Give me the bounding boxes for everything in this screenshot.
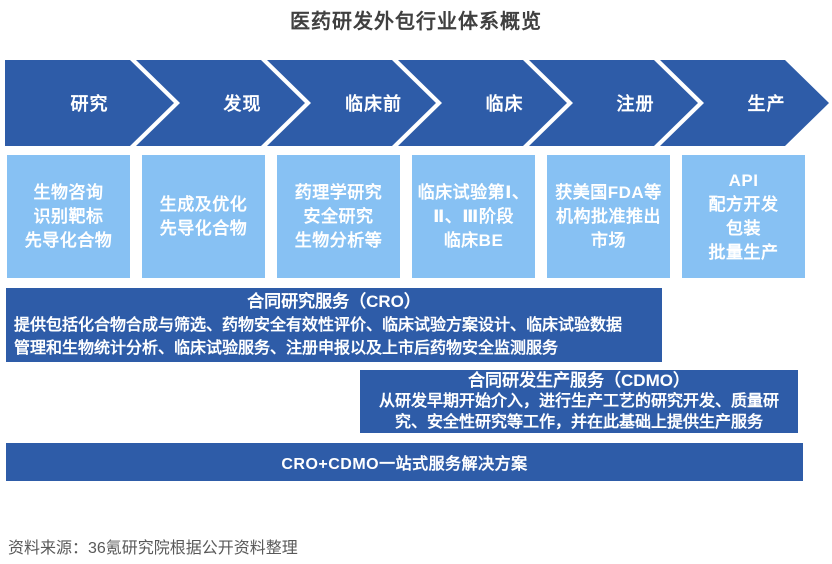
stage-arrow-label: 生产 (747, 94, 786, 114)
stage-detail-box-registration: 获美国FDA等 机构批准推出 市场 (547, 155, 670, 278)
cdmo-description-line-1: 从研发早期开始介入，进行生产工艺的研究开发、质量研 (378, 393, 779, 410)
stage-detail-line: 生成及优化 (159, 194, 248, 214)
stage-detail-line: 临床试验第Ⅰ、 (417, 182, 530, 202)
stage-detail-line: API (728, 170, 759, 190)
cro-description-line-2: 管理和生物统计分析、临床试验服务、注册申报以及上市后药物安全监测服务 (14, 340, 559, 357)
stage-detail-line: 机构批准推出 (556, 206, 661, 226)
stage-arrow-label: 临床 (485, 94, 524, 114)
page-title: 医药研发外包行业体系概览 (290, 11, 542, 33)
stage-detail-line: 包装 (726, 218, 761, 238)
cro-service-bar: 合同研究服务（CRO） 提供包括化合物合成与筛选、药物安全有效性评价、临床试验方… (6, 288, 662, 362)
cdmo-title: 合同研发生产服务（CDMO） (468, 371, 690, 390)
one-stop-service-label: CRO+CDMO一站式服务解决方案 (281, 456, 528, 473)
stage-detail-line: 生物分析等 (294, 230, 383, 250)
stage-detail-box-discovery: 生成及优化 先导化合物 (142, 155, 265, 278)
stage-arrow-label: 临床前 (345, 94, 402, 114)
cdmo-description-line-2: 究、安全性研究等工作，并在此基础上提供生产服务 (394, 414, 763, 431)
stage-arrow-label: 注册 (616, 94, 655, 114)
cro-description-line-1: 提供包括化合物合成与筛选、药物安全有效性评价、临床试验方案设计、临床试验数据 (14, 317, 623, 334)
stage-arrow-research: 研究 (5, 60, 174, 146)
stage-detail-line: 先导化合物 (159, 218, 248, 238)
stage-detail-box-research: 生物咨询 识别靶标 先导化合物 (7, 155, 130, 278)
source-note: 资料来源：36氪研究院根据公开资料整理 (8, 540, 298, 557)
one-stop-service-bar: CRO+CDMO一站式服务解决方案 (6, 443, 803, 481)
stage-detail-line: 先导化合物 (24, 230, 113, 250)
stage-detail-line: 安全研究 (303, 206, 374, 226)
stage-arrow-label: 研究 (70, 94, 109, 114)
stage-detail-box-clinical: 临床试验第Ⅰ、 Ⅱ、Ⅲ阶段 临床BE (412, 155, 535, 278)
stage-detail-line: 识别靶标 (33, 206, 104, 226)
cro-title: 合同研究服务（CRO） (247, 292, 421, 311)
stage-detail-line: 配方开发 (708, 194, 779, 214)
stage-detail-line: 批量生产 (708, 242, 779, 262)
stage-detail-line: 临床BE (443, 230, 504, 250)
stage-detail-line: 获美国FDA等 (555, 182, 662, 202)
stage-detail-box-production: API 配方开发 包装 批量生产 (682, 155, 805, 278)
stage-arrow-label: 发现 (223, 94, 262, 114)
stage-detail-line: 市场 (591, 230, 626, 250)
stage-detail-line: 药理学研究 (294, 182, 383, 202)
stage-detail-box-preclinical: 药理学研究 安全研究 生物分析等 (277, 155, 400, 278)
stage-detail-line: 生物咨询 (33, 182, 104, 202)
stage-detail-line: Ⅱ、Ⅲ阶段 (433, 206, 514, 226)
cdmo-service-bar: 合同研发生产服务（CDMO） 从研发早期开始介入，进行生产工艺的研究开发、质量研… (360, 370, 798, 433)
